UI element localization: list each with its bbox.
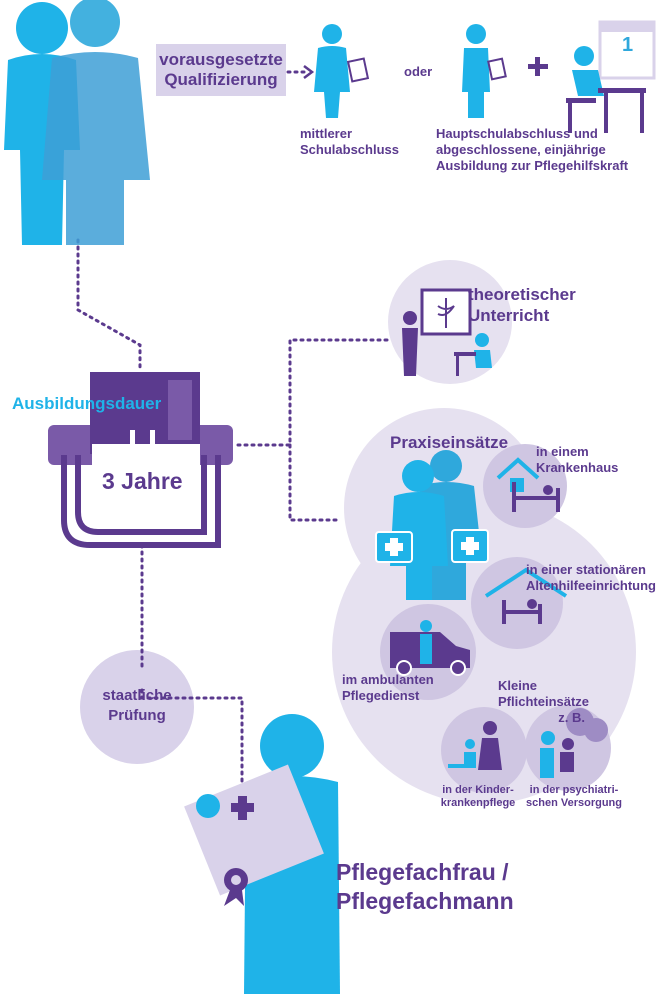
calendar-number: 1 bbox=[622, 34, 634, 56]
duration-value: 3 Jahre bbox=[102, 468, 183, 494]
psych-line1: in der psychiatri- bbox=[529, 784, 619, 796]
child-line2: krankenpflege bbox=[440, 797, 516, 809]
desk-learner-icon bbox=[566, 46, 646, 133]
worker-figure-icon bbox=[462, 24, 507, 118]
exam-line1: staatliche bbox=[102, 687, 172, 704]
qualification-label-line2: Qualifizierung bbox=[164, 70, 278, 89]
theory-text: theoretischer Unterricht bbox=[468, 284, 576, 326]
teacher-board-icon bbox=[402, 288, 492, 376]
theory-line1: theoretischer bbox=[468, 285, 576, 304]
duration-label: Ausbildungsdauer bbox=[12, 394, 162, 413]
arrow-head-icon bbox=[303, 65, 315, 79]
ambulant-line2: Pflegedienst bbox=[342, 688, 420, 703]
graduate-figure-icon bbox=[184, 714, 340, 994]
hospital-bed-icon bbox=[496, 457, 560, 512]
couple-figure-icon bbox=[4, 0, 150, 245]
result-text: Pflegefachfrau / Pflegefachmann bbox=[336, 858, 514, 916]
care-home-icon bbox=[484, 567, 568, 624]
or-label: oder bbox=[404, 64, 433, 79]
elderly-line1: in einer stationären bbox=[526, 562, 646, 577]
child-text: in der Kinder- krankenpflege bbox=[430, 784, 526, 810]
qualification-box: vorausgesetzte Qualifizierung bbox=[156, 44, 286, 96]
elderly-text: in einer stationären Altenhilfeeinrichtu… bbox=[526, 562, 656, 594]
option-a-text: mittlerer Schulabschluss bbox=[300, 126, 399, 158]
duration-frame-icon bbox=[48, 372, 233, 548]
option-a-line1: mittlerer bbox=[300, 126, 353, 141]
exam-circle bbox=[80, 650, 194, 764]
nurses-icon bbox=[375, 450, 489, 600]
child-care-icon bbox=[448, 721, 502, 770]
qualification-label-line1: vorausgesetzte bbox=[159, 50, 283, 69]
psych-text: in der psychiatri- schen Versorgung bbox=[520, 784, 628, 810]
theory-line2: Unterricht bbox=[468, 306, 550, 325]
option-b-line2: abgeschlossene, einjährige bbox=[436, 142, 606, 157]
exam-line2: Prüfung bbox=[108, 707, 166, 724]
small-duties-text: Kleine Pflichteinsätze z. B. bbox=[498, 678, 589, 726]
result-line2: Pflegefachmann bbox=[336, 888, 514, 914]
calendar-icon bbox=[598, 20, 656, 80]
student-figure-icon bbox=[314, 24, 370, 118]
ambulant-line1: im ambulanten bbox=[342, 672, 434, 687]
small-duties-line1: Kleine bbox=[498, 678, 538, 693]
hospital-text: in einem Krankenhaus bbox=[536, 444, 618, 476]
option-b-text: Hauptschulabschluss und abgeschlossene, … bbox=[436, 126, 628, 174]
psych-care-icon bbox=[540, 708, 608, 778]
hospital-line2: Krankenhaus bbox=[536, 460, 619, 475]
elderly-line2: Altenhilfeeinrichtung bbox=[526, 578, 656, 593]
connector-lines bbox=[76, 70, 390, 792]
hospital-line1: in einem bbox=[536, 444, 589, 459]
small-duties-line3: z. B. bbox=[558, 710, 586, 725]
small-duties-line2: Pflichteinsätze bbox=[498, 694, 590, 709]
exam-text: staatliche Prüfung bbox=[80, 686, 194, 726]
option-a-line2: Schulabschluss bbox=[300, 142, 399, 157]
care-van-icon bbox=[390, 620, 470, 676]
child-line1: in der Kinder- bbox=[442, 784, 514, 796]
plus-icon bbox=[528, 57, 548, 76]
hospital-circle bbox=[483, 444, 567, 528]
result-line1: Pflegefachfrau / bbox=[336, 859, 509, 885]
practice-title: Praxiseinsätze bbox=[390, 433, 509, 452]
option-b-line3: Ausbildung zur Pflegehilfskraft bbox=[436, 158, 629, 173]
ambulant-text: im ambulanten Pflegedienst bbox=[342, 672, 434, 704]
psych-line2: schen Versorgung bbox=[526, 797, 622, 809]
option-b-line1: Hauptschulabschluss und bbox=[436, 126, 598, 141]
